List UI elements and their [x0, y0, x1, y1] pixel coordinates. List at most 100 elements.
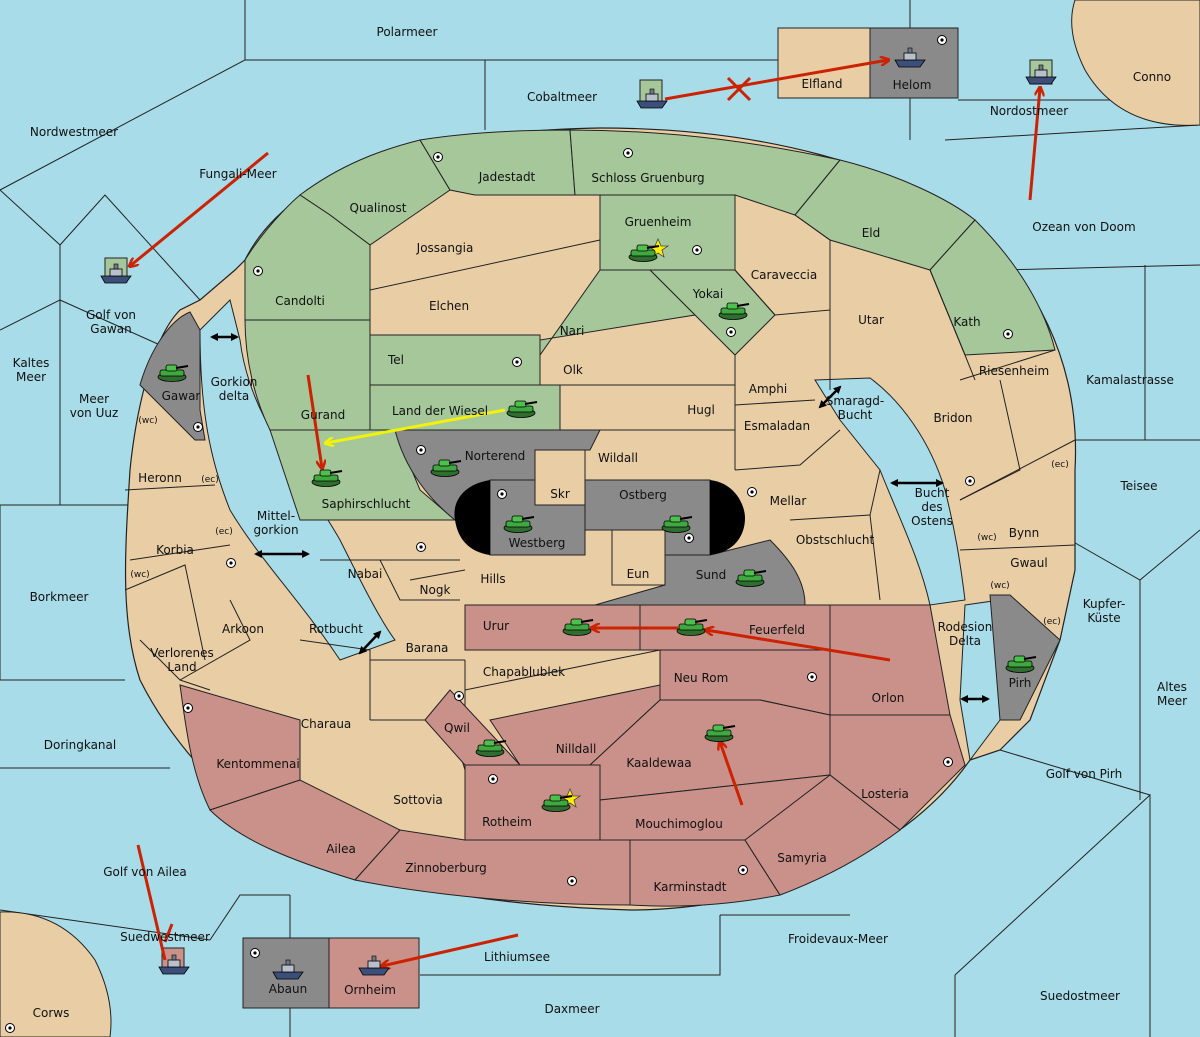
kentommenai-label: Kentommenai [216, 757, 299, 771]
doringkanal-label: Doringkanal [44, 738, 116, 752]
rotheim-label: Rotheim [482, 815, 532, 829]
bridon-label: Bridon [933, 411, 972, 425]
sottovia-label: Sottovia [393, 793, 443, 807]
smaragd-bay[interactable] [814, 377, 966, 606]
neutral-borders [124, 194, 1076, 840]
orlon-label: Orlon [872, 691, 905, 705]
elfland-label: Elfland [801, 77, 842, 91]
mittelgorkion-label: Mittel-gorkion [253, 509, 298, 537]
territory-skr[interactable] [534, 449, 586, 506]
territory-elfland[interactable] [777, 27, 871, 99]
supply-center-dot-icon [253, 266, 263, 276]
feuerfeld-label: Feuerfeld [749, 623, 805, 637]
corner-land-corws[interactable] [0, 911, 112, 1037]
supply-center-dot-icon [193, 422, 203, 432]
norterend-label: Norterend [465, 449, 526, 463]
jadestadt-label: Jadestadt [478, 170, 536, 184]
korbia-wc-label: (wc) [130, 570, 149, 580]
supply-center-dot-icon [937, 35, 947, 45]
territory-samyria[interactable] [744, 774, 901, 896]
eld-label: Eld [862, 226, 881, 240]
corner-land-conno[interactable] [1071, 0, 1200, 126]
yokai-label: Yokai [692, 287, 724, 301]
zinnoberburg-label: Zinnoberburg [405, 861, 487, 875]
charaua-label: Charaua [301, 717, 352, 731]
gruenheim-label: Gruenheim [625, 215, 692, 229]
losteria-label: Losteria [861, 787, 909, 801]
supply-center-dot-icon [692, 245, 702, 255]
supply-center-dot-icon [623, 148, 633, 158]
polarmeer-label: Polarmeer [377, 25, 438, 39]
labels: PolarmeerCobaltmeerNordwestmeerFungali-M… [13, 25, 1187, 1020]
territory-nari[interactable] [539, 269, 697, 357]
supply-center-dot-icon [416, 445, 426, 455]
gawar-wc-label: (wc) [138, 416, 157, 426]
utar-label: Utar [858, 313, 884, 327]
borkmeer-label: Borkmeer [30, 590, 89, 604]
karminstadt-label: Karminstadt [654, 880, 727, 894]
cobaltmeer-label: Cobaltmeer [527, 90, 597, 104]
qwil-label: Qwil [444, 721, 470, 735]
conno-label: Conno [1133, 70, 1171, 84]
caraveccia-label: Caraveccia [751, 268, 817, 282]
move-arrow [306, 374, 322, 468]
nordostmeer-label: Nordostmeer [990, 104, 1068, 118]
nordwestmeer-label: Nordwestmeer [30, 125, 118, 139]
nabai-label: Nabai [348, 567, 383, 581]
abaun-label: Abaun [269, 982, 307, 996]
gwaul-label: Gwaul [1010, 556, 1047, 570]
supply-center-dot-icon [226, 558, 236, 568]
supply-center-dot-icon [747, 487, 757, 497]
gwaul-wc-label: (wc) [990, 581, 1009, 591]
supply-center-dot-icon [1003, 329, 1013, 339]
heronn-ec-label: (ec) [201, 475, 219, 485]
move-arrow [664, 60, 888, 101]
jossangia-label: Jossangia [416, 241, 474, 255]
korbia-ec-label: (ec) [215, 527, 233, 537]
move-arrow [136, 844, 167, 961]
gurand-label: Gurand [301, 408, 345, 422]
territory-sund[interactable] [594, 539, 806, 606]
qualinost-label: Qualinost [350, 201, 407, 215]
supply-center-dot-icon [5, 1023, 15, 1033]
ozean-von-doom-label: Ozean von Doom [1032, 220, 1135, 234]
sund-label: Sund [696, 568, 726, 582]
supply-center-dot-icon [183, 703, 193, 713]
supply-center-dot-icon [488, 774, 498, 784]
star-icon [558, 787, 582, 808]
wildall-label: Wildall [598, 451, 638, 465]
bynn-wc-label: (wc) [977, 533, 996, 543]
supply-center-dot-icon [943, 757, 953, 767]
adjacency-arrow [358, 630, 382, 655]
tel-label: Tel [387, 353, 404, 367]
obstschlucht-label: Obstschlucht [796, 533, 875, 547]
territory-eun[interactable] [611, 529, 666, 586]
schloss-gruenburg-label: Schloss Gruenburg [591, 171, 704, 185]
ornheim-label: Ornheim [344, 983, 396, 997]
bynn-label: Bynn [1009, 526, 1040, 540]
nilldall-label: Nilldall [556, 742, 597, 756]
failed-order-x [726, 76, 752, 102]
pirh-label: Pirh [1009, 676, 1032, 690]
barana-label: Barana [406, 641, 449, 655]
supply-center-dot-icon [454, 691, 464, 701]
kath-label: Kath [953, 315, 980, 329]
move-arrow [706, 630, 891, 662]
ailea-label: Ailea [326, 842, 356, 856]
support-arrow [326, 408, 506, 443]
territory-gruenheim[interactable] [599, 194, 736, 271]
hugl-label: Hugl [687, 403, 715, 417]
kamalastrasse-label: Kamalastrasse [1086, 373, 1174, 387]
mellar-label: Mellar [770, 494, 807, 508]
supply-center-dot-icon [684, 533, 694, 543]
froidevaux-meer-label: Froidevaux-Meer [788, 932, 888, 946]
fungali-meer-label: Fungali-Meer [199, 167, 277, 181]
